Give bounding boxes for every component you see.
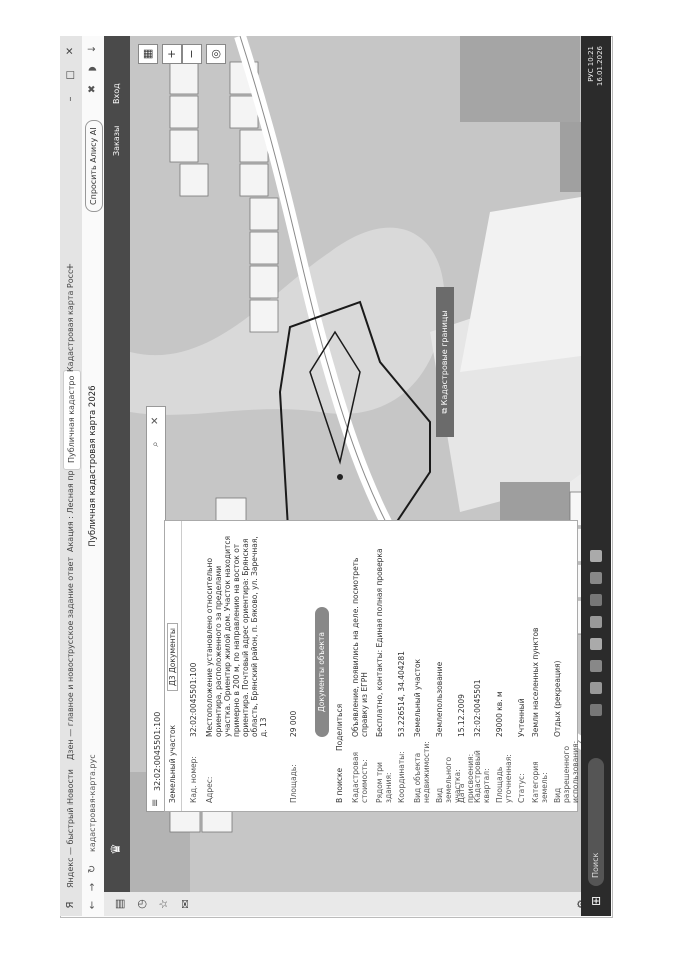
taskbar-search[interactable]: Поиск: [588, 758, 604, 886]
tray-time: 10:21: [587, 46, 595, 67]
detail-label: Статус:: [517, 773, 526, 803]
downloads-icon[interactable]: ↓: [87, 44, 98, 54]
tab-news[interactable]: Новости: [66, 769, 75, 804]
clear-search-icon[interactable]: ✕: [150, 416, 161, 425]
search-input[interactable]: [149, 469, 165, 793]
yandex-browser-icon[interactable]: [590, 616, 602, 628]
browser-sidebar: ▤ ◷ ☆ ✉ ⚙: [104, 891, 611, 916]
word-icon[interactable]: [590, 594, 602, 606]
browser-address-bar: ← → ↻ кадастровая-карта.рус Публичная ка…: [82, 36, 105, 916]
tab-akacia[interactable]: Акация : Лесная пр.: [66, 467, 75, 552]
task-view-icon[interactable]: [590, 704, 602, 716]
detail-value: Земельный участок: [413, 658, 422, 737]
panel-tabs: Земельный участок Д3 Документы: [165, 521, 182, 811]
system-tray[interactable]: РУС 10:21 16.01.2026: [587, 46, 607, 146]
detail-label: Рядом три здания:: [375, 762, 393, 803]
row-label-area: Площадь:: [289, 764, 298, 803]
row-value-address: Местоположение установлено относительно …: [205, 536, 268, 737]
orders-link[interactable]: Заказы: [112, 125, 121, 156]
telegram-icon[interactable]: [590, 572, 602, 584]
search-icon[interactable]: ⌕: [150, 441, 161, 447]
detail-value: 15.12.2009: [457, 694, 466, 737]
action-in-search[interactable]: В поиске: [335, 767, 344, 803]
forward-icon[interactable]: →: [87, 882, 98, 892]
detail-value: Объявление, появились на деле. посмотрет…: [351, 557, 369, 737]
tab-public-cadastre[interactable]: Публичная кадастро: [63, 370, 81, 470]
cadastral-search-box[interactable]: ≡ ⌕ ✕: [146, 406, 166, 812]
object-documents-button[interactable]: Документы объекта: [315, 607, 329, 737]
mail-icon[interactable]: [590, 660, 602, 672]
detail-label: Координаты:: [397, 751, 406, 803]
viber-icon[interactable]: [590, 550, 602, 562]
login-link[interactable]: Вход: [112, 83, 121, 104]
new-tab-icon[interactable]: +: [65, 262, 76, 272]
tab-russian[interactable]: русское задание ответ: [66, 556, 75, 654]
tray-lang: РУС: [587, 68, 595, 82]
shield-icon[interactable]: ◗: [87, 66, 98, 72]
object-info-panel: Земельный участок Д3 Документы Кад. номе…: [164, 520, 580, 812]
detail-label: Вид объекта недвижимости:: [413, 741, 431, 803]
bookmark-icon[interactable]: ☆: [157, 899, 170, 909]
yandex-logo-icon[interactable]: Я: [65, 901, 76, 909]
detail-label: Вид разрешенного использования:: [553, 740, 580, 803]
explorer-icon[interactable]: [590, 682, 602, 694]
store-icon[interactable]: [590, 638, 602, 650]
detail-value: Бесплатно, контакты: Единая полная прове…: [375, 548, 384, 737]
row-label-address: Адрес:: [205, 776, 214, 803]
layers-icon[interactable]: ▦: [138, 44, 158, 64]
tabs-icon[interactable]: ▤: [113, 898, 126, 910]
detail-value: Земли населенных пунктов: [531, 627, 540, 737]
tab-land-plot[interactable]: Земельный участок: [168, 724, 177, 803]
detail-value: 53.226514, 34.404281: [397, 651, 406, 737]
messenger-icon[interactable]: ✉: [179, 899, 192, 909]
windows-taskbar: ⊞ Поиск РУС 10:21 16.01.2026: [581, 36, 611, 916]
browser-tab-bar: Я Яндекс — быстрый пои Новости Дзен — гл…: [60, 36, 83, 916]
cadastral-borders-tooltip[interactable]: ⧉ Кадастровые границы: [436, 287, 454, 437]
app-logo-icon[interactable]: ♛: [109, 843, 124, 855]
address-url[interactable]: кадастровая-карта.рус: [88, 754, 97, 852]
detail-value: Отдых (рекреация): [553, 660, 562, 737]
row-label-cadnum: Кад. номер:: [189, 756, 198, 803]
minimize-icon[interactable]: –: [65, 96, 76, 102]
detail-value: 29000 кв. м: [495, 691, 504, 737]
zoom-out-button[interactable]: −: [182, 44, 202, 64]
tray-date: 16.01.2026: [596, 46, 604, 87]
borders-icon: ⧉: [440, 405, 449, 414]
tab-dzen[interactable]: Дзен — главное и новость: [66, 654, 75, 760]
rotated-screenshot: Я Яндекс — быстрый пои Новости Дзен — гл…: [60, 36, 611, 916]
detail-label: Кадастровый квартал:: [473, 750, 491, 803]
detail-value: Учтенный: [517, 698, 526, 737]
app-header: ♛ Заказы Вход: [104, 36, 130, 892]
detail-label: Площадь уточненная:: [495, 754, 513, 803]
detail-label: Кадастровая стоимость:: [351, 751, 369, 803]
back-icon[interactable]: ←: [87, 900, 98, 910]
history-icon[interactable]: ◷: [135, 899, 148, 909]
tab-yandex[interactable]: Яндекс — быстрый пои: [66, 804, 75, 888]
locate-icon[interactable]: ◎: [206, 44, 226, 64]
close-window-icon[interactable]: ✕: [65, 46, 76, 56]
maximize-icon[interactable]: □: [65, 70, 76, 80]
zoom-in-button[interactable]: +: [162, 44, 182, 64]
menu-icon[interactable]: ≡: [150, 798, 161, 807]
windows-start-icon[interactable]: ⊞: [589, 895, 603, 907]
tab-documents[interactable]: Д3 Документы: [167, 623, 178, 691]
row-value-cadnum: 32:02:0045501:100: [189, 662, 198, 737]
extensions-icon[interactable]: ✖: [87, 84, 98, 94]
action-share[interactable]: Поделиться: [335, 703, 344, 751]
row-value-area: 29 000: [289, 710, 298, 737]
detail-value: Землепользование: [435, 661, 444, 737]
reload-icon[interactable]: ↻: [87, 864, 98, 874]
detail-value: 32:02:0045501: [473, 679, 482, 737]
detail-label: Категория земель:: [531, 761, 549, 803]
page-title: Публичная кадастровая карта 2026: [88, 385, 98, 547]
tab-cadastre-map[interactable]: Кадастровая карта Росс: [66, 270, 75, 372]
alice-button[interactable]: Спросить Алису AI: [85, 120, 103, 212]
